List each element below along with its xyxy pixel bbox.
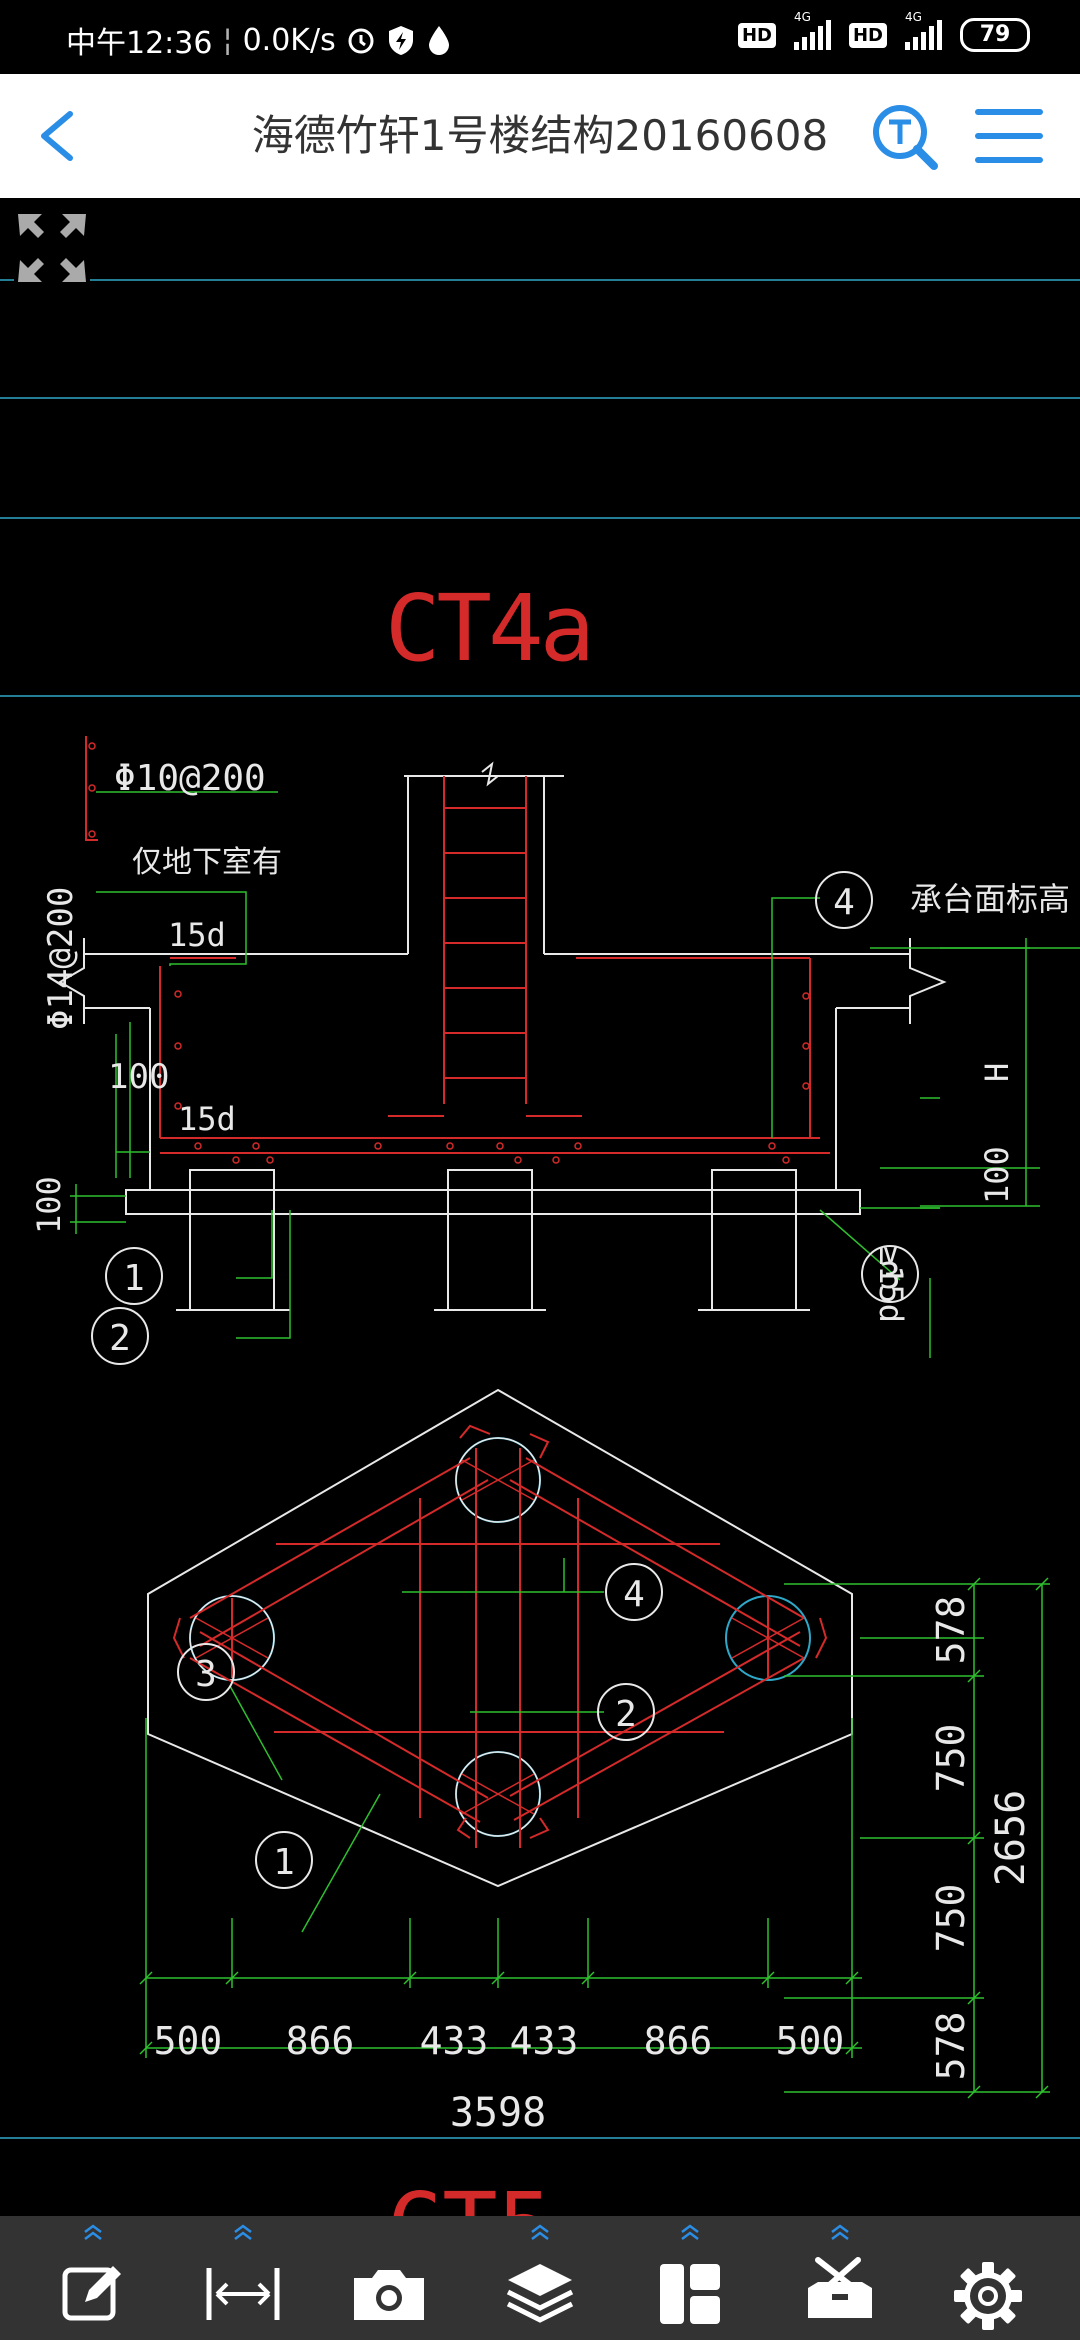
status-bar: 中午12:36 ¦ 0.0K/s HD 4G HD 4G 79	[0, 0, 1080, 74]
hd-badge-2: HD	[848, 22, 887, 48]
rebar-label-horizontal: Φ10@200	[114, 758, 266, 799]
sheet-grid-lines	[0, 279, 1080, 2139]
signal-icon-2: 4G	[905, 10, 942, 50]
alarm-icon	[348, 28, 374, 54]
lap-label-bottom: 15d	[178, 1100, 236, 1138]
section-view: Φ14@200 Φ10@200 仅地下室有 15d 15d 100 100 承台…	[30, 736, 1080, 1365]
status-divider: ¦	[222, 22, 233, 58]
dim-H: H	[978, 1063, 1016, 1082]
gear-icon	[954, 2262, 1022, 2330]
dim-bottom-6: 500	[776, 2019, 845, 2063]
dim-right-1: 578	[929, 1596, 973, 1665]
plan-callout-1: 1	[273, 1842, 295, 1883]
layers-tool-button[interactable]	[480, 2216, 600, 2340]
section-callout-4: 4	[833, 882, 855, 923]
expand-up-icon	[681, 2224, 699, 2240]
dim-15d-right: ≥15d	[872, 1246, 910, 1323]
layout-tool-button[interactable]	[630, 2216, 750, 2340]
cap-top-level-label: 承台面标高	[910, 880, 1070, 918]
dim-bottom-5: 866	[644, 2019, 713, 2063]
drop-icon	[428, 26, 449, 55]
plan-callout-3: 3	[195, 1654, 217, 1695]
drawing-canvas[interactable]: CT4a CT5	[0, 198, 1080, 2280]
section-callout-2: 2	[109, 1318, 131, 1359]
dim-right-3: 750	[929, 1884, 973, 1953]
plan-callout-4: 4	[623, 1574, 645, 1615]
settings-tool-button[interactable]	[928, 2216, 1048, 2340]
layers-icon	[506, 2264, 574, 2323]
dim-right-2: 750	[929, 1724, 973, 1793]
battery-level: 79	[979, 22, 1011, 47]
lap-label-top: 15d	[168, 916, 226, 954]
basement-note: 仅地下室有	[132, 845, 282, 880]
expand-up-icon	[84, 2224, 102, 2240]
section-callout-1: 1	[123, 1258, 145, 1299]
drawing-title-ct5: CT5	[387, 2173, 553, 2216]
hd-badge-1: HD	[737, 22, 776, 48]
dim-bottom-3: 433	[420, 2019, 489, 2063]
section-callout-3: 3	[879, 1256, 901, 1297]
toolbox-tool-button[interactable]	[780, 2216, 900, 2340]
network-label-2: 4G	[905, 10, 922, 24]
menu-icon[interactable]	[974, 104, 1044, 168]
plan-dim-lines-bottom	[139, 1718, 862, 2058]
dim-100-left: 100	[108, 1057, 169, 1097]
camera-tool-button[interactable]	[330, 2216, 450, 2340]
layout-icon	[660, 2264, 720, 2324]
back-icon[interactable]	[30, 106, 90, 166]
expand-up-icon	[234, 2224, 252, 2240]
status-speed: 0.0K/s	[242, 22, 336, 58]
status-time: 中午12:36	[66, 26, 213, 61]
signal-icon-1: 4G	[793, 10, 831, 50]
dim-total-width: 3598	[450, 2090, 546, 2136]
text-search-icon[interactable]	[870, 102, 940, 172]
expand-up-icon	[831, 2224, 849, 2240]
dim-total-height: 2656	[988, 1790, 1034, 1886]
measure-tool-button[interactable]	[183, 2216, 303, 2340]
status-right: HD 4G HD 4G 79	[737, 10, 1030, 52]
bottom-toolbar	[0, 2216, 1080, 2340]
edit-tool-button[interactable]	[33, 2216, 153, 2340]
battery-icon: 79	[960, 18, 1030, 52]
camera-icon	[354, 2270, 424, 2320]
dim-bottom-4: 433	[510, 2019, 579, 2063]
app-bar: 海德竹轩1号楼结构20160608	[0, 74, 1080, 198]
fullscreen-icon[interactable]	[14, 210, 90, 286]
network-label-1: 4G	[793, 10, 811, 24]
shield-bolt-icon	[388, 26, 413, 55]
measure-icon	[206, 2268, 280, 2320]
expand-up-icon	[531, 2224, 549, 2240]
plan-dim-lines-right	[784, 1577, 1050, 2099]
dim-bottom-1: 500	[154, 2019, 223, 2063]
dim-right-4: 578	[929, 2012, 973, 2081]
status-left: 中午12:36 ¦ 0.0K/s	[66, 18, 452, 62]
dim-100-far-left: 100	[30, 1176, 68, 1234]
toolbox-icon	[808, 2257, 872, 2318]
cad-drawing[interactable]: CT4a CT5	[0, 198, 1080, 2280]
page-title: 海德竹轩1号楼结构20160608	[251, 111, 829, 160]
plan-callout-2: 2	[615, 1694, 637, 1735]
dim-bottom-2: 866	[286, 2019, 355, 2063]
rebar-label-vertical: Φ14@200	[41, 887, 81, 1030]
dim-100-right: 100	[978, 1146, 1016, 1204]
plan-view: 3 4 2 1	[139, 1388, 1050, 2099]
edit-icon	[62, 2266, 121, 2321]
drawing-title-ct4a: CT4a	[385, 575, 595, 682]
